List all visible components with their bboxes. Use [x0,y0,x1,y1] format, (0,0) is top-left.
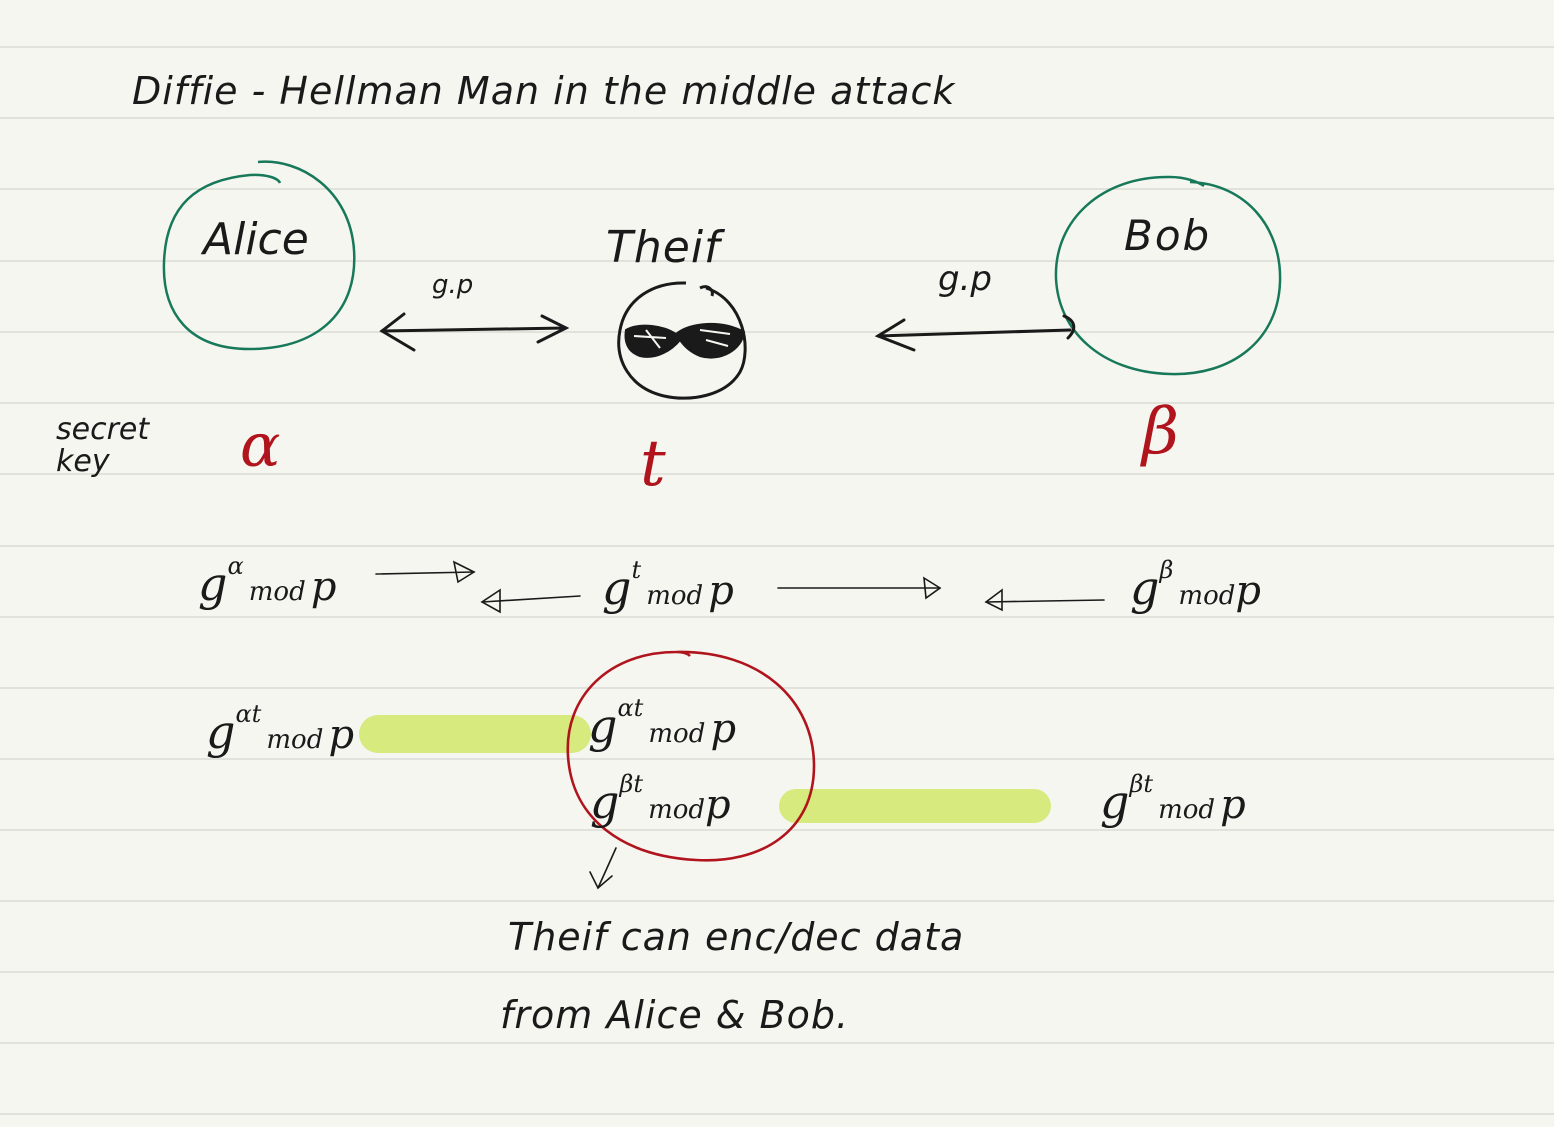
mod: mod [248,577,306,607]
base: g [602,561,632,615]
alice-circle [162,160,356,351]
thief-keys-red-circle [566,650,816,862]
thief-bob-shared-key: gβt modp [590,770,731,829]
conclusion-arrow [589,847,617,890]
exponent: βt [1129,770,1153,798]
thief-public-value: gt mod p [602,556,734,615]
bob-public-value: gβ modp [1130,556,1261,615]
channel-label-left: g.p [432,270,474,300]
modulus: p [705,782,731,828]
base: g [1100,775,1130,829]
base: g [590,775,620,829]
secret-key-label: secret key [56,412,150,479]
bob-label: Bob [1124,211,1212,260]
thief-label: Theif [606,222,721,273]
base: g [198,557,228,611]
alice-secret: α [240,411,281,481]
conclusion-line-1: Theif can enc/dec data [508,915,965,959]
modulus: p [1220,782,1246,828]
exponent: t [631,556,642,584]
thief-secret: t [640,427,666,501]
page-title: Diffie - Hellman Man in the middle attac… [132,69,956,113]
mod: mod [648,719,706,749]
bob-circle [1054,175,1282,376]
channel-label-right: g.p [938,259,992,299]
modulus: p [328,712,355,758]
thief-alice-shared-key: gαt mod p [588,694,736,753]
bob-shared-key: gβt mod p [1100,770,1246,829]
modulus: p [710,706,737,752]
base: g [206,705,236,759]
exponent: α [227,552,244,580]
alice-to-thief-arrow [375,560,476,584]
exponent: αt [235,700,262,728]
exponent: β [1159,556,1174,584]
exponent: αt [617,694,644,722]
alice-thief-channel-arrow [379,312,570,352]
thief-to-bob-arrow [777,576,942,600]
bob-to-thief-arrow [984,588,1105,612]
modulus: p [310,564,337,610]
bob-thief-channel-arrow [874,314,1076,352]
masked-thief-face-icon [617,281,747,400]
modulus: p [1235,568,1261,614]
exponent: βt [619,770,643,798]
mod: mod [1158,795,1216,825]
mod: mod [1178,581,1236,611]
alice-public-value: gα mod p [198,552,336,611]
base: g [588,699,618,753]
thief-to-alice-arrow [480,588,581,614]
alice-shared-key: gαt mod p [206,700,354,759]
base: g [1130,561,1160,615]
bob-secret: β [1142,395,1179,469]
mod: mod [646,581,704,611]
mod: mod [266,725,324,755]
mod: mod [648,795,706,825]
modulus: p [708,568,734,614]
conclusion-line-2: from Alice & Bob. [500,993,850,1037]
alice-label: Alice [203,214,309,265]
